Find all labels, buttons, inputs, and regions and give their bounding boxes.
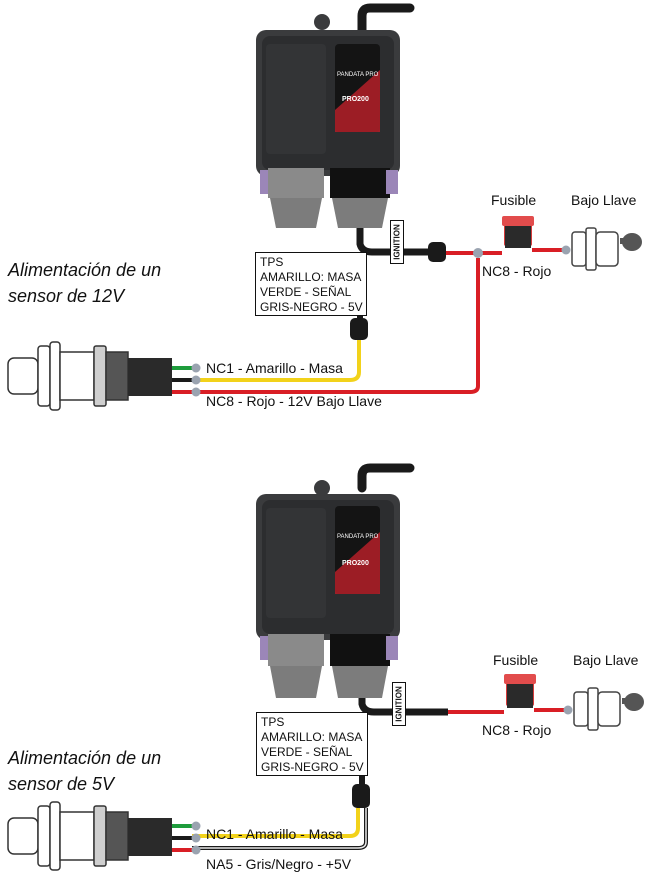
tps-line: VERDE - SEÑAL xyxy=(260,285,352,299)
fuse-label: Fusible xyxy=(493,652,539,668)
yellow-wire xyxy=(192,808,360,838)
main-harness xyxy=(356,228,436,256)
panel-title-line1: Alimentación de un xyxy=(8,260,162,280)
yellow-wire xyxy=(194,340,361,382)
wiring-drawing xyxy=(7,463,644,871)
nc8-label: NC8 - Rojo xyxy=(482,722,552,738)
ecu-top-cable xyxy=(357,463,415,493)
tps-line: TPS xyxy=(261,715,285,729)
tps-line: AMARILLO: MASA xyxy=(260,270,362,284)
key-label: Bajo Llave xyxy=(573,652,639,668)
wire-top-label: NC1 - Amarillo - Masa xyxy=(206,826,343,842)
ignition-label: IGNITION xyxy=(392,224,402,260)
ecu-connectors xyxy=(260,634,398,698)
tps-legend-box: TPS AMARILLO: MASA VERDE - SEÑAL GRIS-NE… xyxy=(256,712,368,776)
main-harness xyxy=(358,698,448,716)
tps-line: AMARILLO: MASA xyxy=(261,730,363,744)
ignition-label: IGNITION xyxy=(394,686,404,722)
panel-title-line1: Alimentación de un xyxy=(8,748,162,768)
diagram-panel-5v: Alimentación de un sensor de 5V Fusible … xyxy=(0,446,651,892)
wire-top-label: NC1 - Amarillo - Masa xyxy=(206,360,343,376)
diagram-panel-12v: Alimentación de un sensor de 12V Fusible… xyxy=(7,3,642,411)
fuse-label: Fusible xyxy=(491,192,537,208)
ecu-model: PRO200 xyxy=(342,96,369,103)
wiring-drawing xyxy=(7,3,642,411)
splice-dot xyxy=(473,248,483,258)
wire-bottom-label: NC8 - Rojo - 12V Bajo Llave xyxy=(206,393,382,409)
ecu-module xyxy=(256,480,400,640)
ignition-tag: IGNITION xyxy=(390,220,404,264)
harness-plug xyxy=(428,242,446,262)
nc8-label: NC8 - Rojo xyxy=(482,263,552,279)
tps-line: GRIS-NEGRO - 5V xyxy=(261,760,364,774)
tps-line: GRIS-NEGRO - 5V xyxy=(260,300,363,314)
ignition-key-icon xyxy=(573,687,644,731)
tps-line: VERDE - SEÑAL xyxy=(261,745,353,759)
ecu-connectors xyxy=(260,168,398,228)
ignition-tag: IGNITION xyxy=(392,682,406,726)
ecu-brand: PANDATA PRO xyxy=(337,72,379,78)
key-label: Bajo Llave xyxy=(571,192,637,208)
pressure-sensor-icon xyxy=(7,341,172,411)
panel-title-line2: sensor de 12V xyxy=(8,286,125,306)
fuse-icon xyxy=(502,216,534,248)
ecu-model: PRO200 xyxy=(342,560,369,567)
panel-title-line2: sensor de 5V xyxy=(8,774,115,794)
tps-line: TPS xyxy=(260,255,284,269)
red-wire-sensor xyxy=(194,258,480,394)
pressure-sensor-icon xyxy=(7,801,172,871)
ignition-key-icon xyxy=(571,227,642,271)
ecu-top-cable xyxy=(357,3,415,47)
tps-legend-box: TPS AMARILLO: MASA VERDE - SEÑAL GRIS-NE… xyxy=(255,252,367,316)
wire-bottom-label: NA5 - Gris/Negro - +5V xyxy=(206,856,352,872)
fuse-icon xyxy=(504,674,536,708)
ecu-module xyxy=(256,14,400,176)
ecu-brand: PANDATA PRO xyxy=(337,534,379,540)
